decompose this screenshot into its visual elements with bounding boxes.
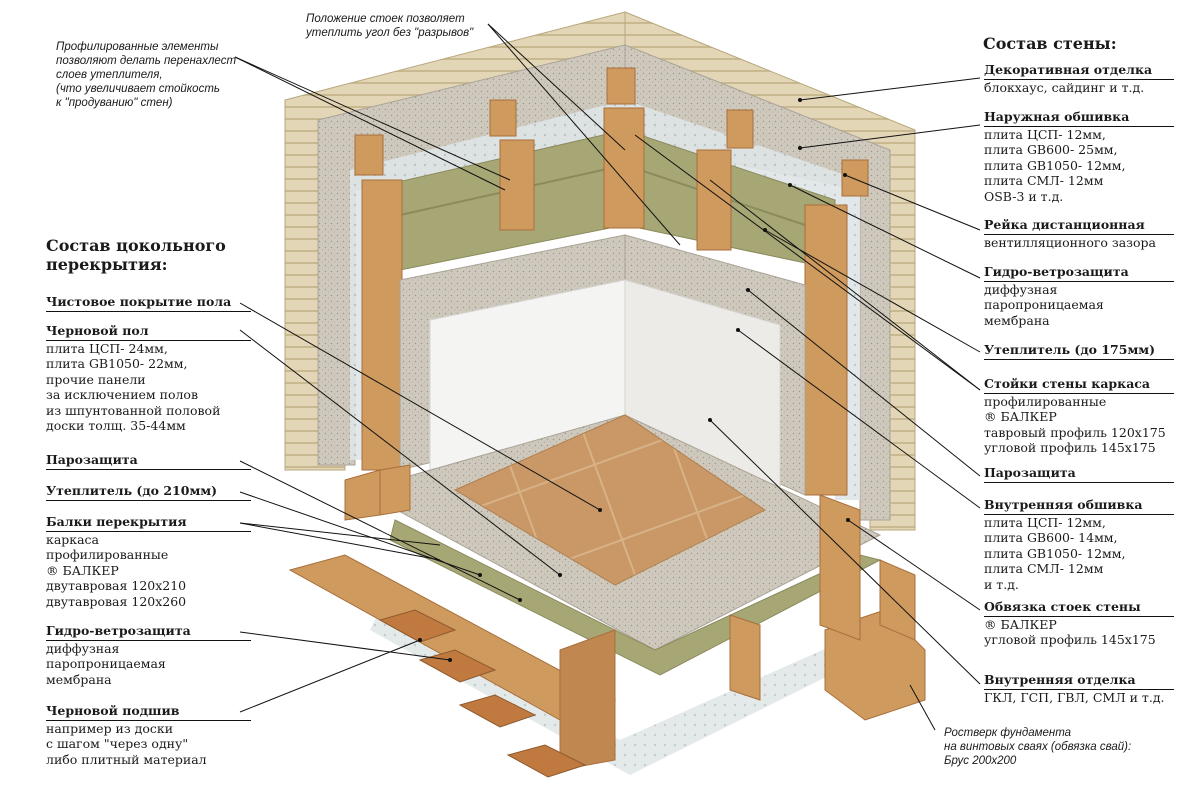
floor-item-wind-barrier: Гидро-ветрозащита диффузная паропроницае… (46, 623, 251, 687)
floor-beam (819, 494, 861, 641)
stud-post (603, 107, 645, 229)
wall-item-title: Парозащита (984, 465, 1174, 483)
floor-item-insulation: Утеплитель (до 210мм) (46, 483, 251, 501)
floor-beam (729, 614, 761, 701)
wall-item-outer-sheathing: Наружная обшивка плита ЦСП- 12мм, плита … (984, 109, 1174, 204)
wall-item-decorative-finish: Декоративная отделка блокхаус, сайдинг и… (984, 62, 1174, 95)
floor-item-desc: например из доски с шагом "через одну" л… (46, 720, 207, 767)
stud-post (696, 149, 732, 251)
underlay-board (458, 694, 537, 728)
floor-item-finish-floor: Чистовое покрытие пола (46, 294, 251, 312)
membrane-floor (370, 610, 880, 775)
stud-post (361, 179, 403, 471)
note-profiled-elements: Профилированные элементы позволяют делат… (56, 41, 237, 109)
wall-item-desc: блокхаус, сайдинг и т.д. (984, 79, 1145, 95)
wall-item-desc: ® БАЛКЕР угловой профиль 145х175 (984, 616, 1156, 648)
floor-composition-title: Состав цокольного перекрытия: (46, 236, 226, 274)
floor-item-vapor-barrier: Парозащита (46, 452, 251, 470)
wall-item-desc: диффузная паропроницаемая мембрана (984, 281, 1104, 328)
leader-lines (234, 23, 981, 731)
wall-item-title: Рейка дистанционная (984, 217, 1174, 235)
floor-beam (344, 469, 381, 521)
wall-item-title: Внутренняя отделка (984, 672, 1174, 690)
wall-item-inner-sheathing: Внутренняя обшивка плита ЦСП- 12мм, плит… (984, 497, 1174, 592)
floor-item-title: Чистовое покрытие пола (46, 294, 251, 312)
wall-item-wind-barrier: Гидро-ветрозащита диффузная паропроницае… (984, 264, 1174, 328)
leader-arrowheads (418, 98, 850, 662)
floor-item-desc: плита ЦСП- 24мм, плита GB1050- 22мм, про… (46, 340, 221, 434)
stud-post (606, 67, 636, 105)
wall-item-title: Гидро-ветрозащита (984, 264, 1174, 282)
floor-item-subfloor: Черновой пол плита ЦСП- 24мм, плита GB10… (46, 323, 251, 434)
floor-item-rough-underlay: Черновой подшив например из доски с шаго… (46, 703, 251, 767)
floor-item-desc: каркаса профилированные ® БАЛКЕР двутавр… (46, 531, 187, 609)
wall-item-title: Стойки стены каркаса (984, 376, 1174, 394)
wall-item-title: Обвязка стоек стены (984, 599, 1174, 617)
floor-item-title: Балки перекрытия (46, 514, 251, 532)
floor-item-desc: диффузная паропроницаемая мембрана (46, 640, 166, 687)
wall-item-desc: плита ЦСП- 12мм, плита GB600- 14мм, плит… (984, 514, 1126, 592)
wall-item-frame-studs: Стойки стены каркаса профилированные ® Б… (984, 376, 1174, 456)
wall-item-desc: вентилляционного зазора (984, 234, 1156, 250)
stud-post (489, 99, 517, 137)
wall-item-title: Утеплитель (до 175мм) (984, 342, 1174, 360)
wall-item-title: Внутренняя обшивка (984, 497, 1174, 515)
wall-item-interior-finish: Внутренняя отделка ГКЛ, ГСП, ГВЛ, СМЛ и … (984, 672, 1174, 705)
underlay-board (378, 609, 457, 643)
stud-post (841, 159, 869, 197)
floor-item-beams: Балки перекрытия каркаса профилированные… (46, 514, 251, 609)
stud-post (804, 204, 848, 496)
floor-beam (379, 464, 411, 516)
wall-item-stud-binding: Обвязка стоек стены ® БАЛКЕР угловой про… (984, 599, 1174, 648)
floor-beam (879, 559, 916, 641)
note-foundation: Ростверк фундамента на винтовых сваях (о… (944, 727, 1132, 767)
tile-floor (453, 414, 766, 586)
wall-item-title: Наружная обшивка (984, 109, 1174, 127)
floor-item-title: Черновой пол (46, 323, 251, 341)
wall-item-title: Декоративная отделка (984, 62, 1174, 80)
floor-item-title: Гидро-ветрозащита (46, 623, 251, 641)
floor-item-title: Парозащита (46, 452, 251, 470)
stud-post (354, 134, 384, 176)
wall-item-vapor-barrier: Парозащита (984, 465, 1174, 483)
stud-post (726, 109, 754, 149)
wall-item-desc: плита ЦСП- 12мм, плита GB600- 25мм, плит… (984, 126, 1126, 204)
wall-item-spacer-batten: Рейка дистанционная вентилляционного заз… (984, 217, 1174, 250)
floor-item-title: Утеплитель (до 210мм) (46, 483, 251, 501)
foundation-beam (559, 629, 616, 771)
underlay-board (506, 744, 587, 778)
floor-item-title: Черновой подшив (46, 703, 251, 721)
wall-composition-title: Состав стены: (983, 34, 1117, 53)
wall-item-insulation: Утеплитель (до 175мм) (984, 342, 1174, 360)
note-stud-position: Положение стоек позволяет утеплить угол … (306, 13, 474, 39)
stud-post (499, 139, 535, 231)
wall-item-desc: ГКЛ, ГСП, ГВЛ, СМЛ и т.д. (984, 689, 1165, 705)
wall-item-desc: профилированные ® БАЛКЕР тавровый профил… (984, 393, 1166, 456)
